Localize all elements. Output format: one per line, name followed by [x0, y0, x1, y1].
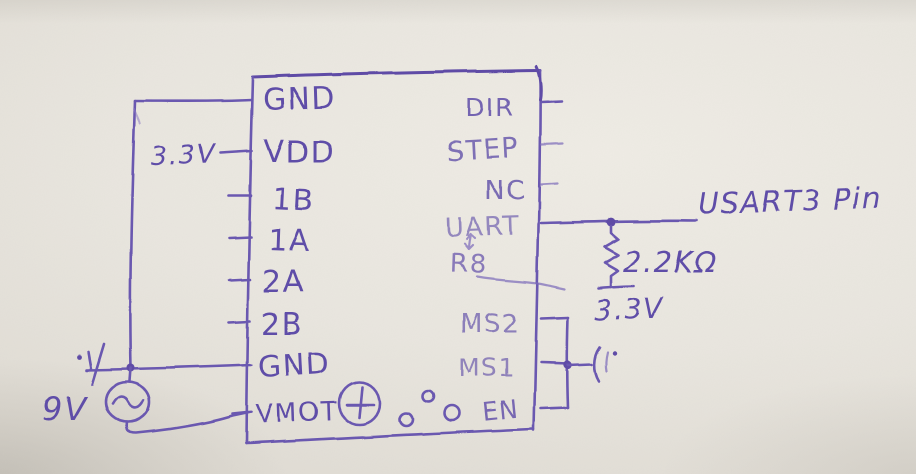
small-circle-icon — [398, 411, 414, 427]
pin-label-gnd-bottom: GND — [257, 346, 332, 385]
pin-label-ms2: MS2 — [460, 309, 520, 339]
chip-note-r8: R8 — [450, 249, 489, 280]
pin-label-gnd-top: GND — [262, 80, 336, 118]
vmot-polarity-and-dots — [337, 380, 461, 427]
annotation-motor-supply: 9V — [42, 390, 88, 428]
uart-pullup-network — [463, 217, 698, 291]
resistor-terminal-bar — [596, 284, 636, 290]
annotation-usart3-pin: USART3 Pin — [697, 181, 882, 221]
pin-label-1a: 1A — [268, 223, 312, 259]
pin-label-1b: 1B — [272, 182, 316, 219]
pin-label-vmot: VMOT — [255, 397, 339, 430]
pin-label-dir: DIR — [466, 93, 515, 122]
pin-label-uart: UART — [444, 211, 520, 244]
annotation-logic-supply: 3.3V — [150, 140, 217, 172]
chip-outline — [244, 64, 543, 445]
wire-junction-to-source — [128, 366, 133, 383]
junction-dot — [606, 217, 616, 227]
wire-source-to-vmot — [125, 410, 253, 435]
plus-icon — [345, 385, 375, 419]
capacitor-mark-right — [593, 345, 618, 383]
pin-label-step: STEP — [446, 133, 521, 168]
wire-3v3-to-vdd — [218, 149, 254, 155]
wire-gnd-bottom — [84, 363, 253, 372]
pin-label-vdd: VDD — [264, 135, 335, 170]
annotation-pullup-value: 2.2KΩ — [623, 245, 718, 279]
left-wiring — [76, 98, 254, 435]
pen-artifact — [534, 64, 543, 102]
updown-arrow-icon — [463, 232, 477, 251]
wire-gnd-top — [133, 98, 254, 103]
wire-left-vertical — [129, 99, 137, 370]
pin-label-2a: 2A — [262, 265, 305, 300]
capacitor-mark-left — [76, 342, 106, 386]
pin-label-ms1: MS1 — [458, 353, 516, 382]
small-circle-icon — [443, 404, 461, 422]
pin-label-nc: NC — [484, 175, 526, 206]
wire-r8-pin — [475, 275, 566, 291]
resistor-zigzag-icon — [602, 224, 620, 289]
pin-label-2b: 2B — [261, 308, 304, 343]
pen-artifact — [133, 108, 141, 124]
wire-uart-to-usart3 — [539, 219, 698, 225]
config-pin-bracket — [563, 315, 618, 409]
plus-circle-icon — [337, 380, 381, 426]
ac-wave-icon — [111, 395, 146, 409]
annotation-pullup-rail: 3.3V — [594, 292, 665, 327]
pin-label-en: EN — [480, 394, 520, 427]
small-circle-icon — [422, 389, 436, 403]
wire-to-cap-mark — [566, 362, 594, 367]
